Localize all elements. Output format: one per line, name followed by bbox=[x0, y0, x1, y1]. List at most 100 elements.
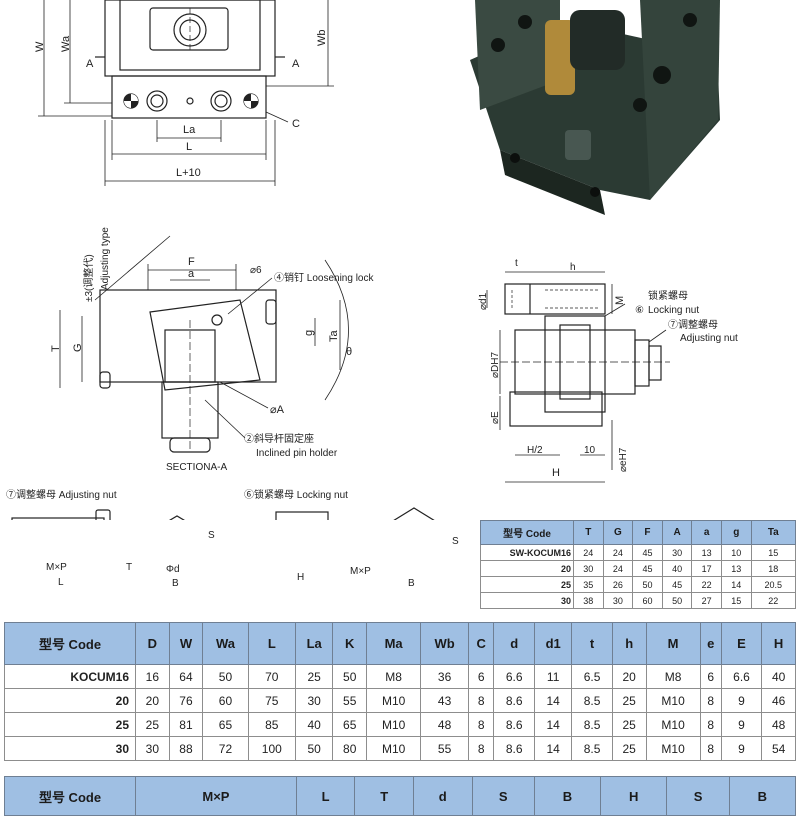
table-cell: 15 bbox=[720, 592, 752, 609]
adjusting-nut-S: S bbox=[208, 530, 215, 541]
table-cell: 25 bbox=[611, 688, 647, 713]
main-header-cell: C bbox=[467, 622, 495, 665]
dim-g-label: g bbox=[303, 329, 315, 336]
locking-nut-MxP: M×P bbox=[350, 566, 371, 577]
table-cell: M10 bbox=[366, 712, 422, 737]
locking-nut-drawing bbox=[275, 507, 435, 520]
table-row: SW-KOCUM16 24 24 45 30 13 10 15 bbox=[480, 544, 797, 561]
nut-header-cell: L bbox=[295, 776, 356, 816]
table-cell: 8.5 bbox=[571, 736, 613, 761]
table-cell: 30 bbox=[294, 688, 334, 713]
table-cell: 24 bbox=[573, 544, 604, 561]
main-header-cell: D bbox=[135, 622, 170, 665]
side-view-outline bbox=[500, 283, 670, 427]
dim-Wa-label: Wa bbox=[60, 35, 72, 52]
main-header-cell: E bbox=[720, 622, 763, 665]
table-cell: 20 bbox=[4, 688, 136, 713]
nut-header-cell: 型号 Code bbox=[4, 776, 136, 816]
pin-callout: ④销钉 Loosening lock bbox=[274, 273, 374, 284]
table-cell: 22 bbox=[691, 576, 722, 593]
adjusting-nut-drawing bbox=[11, 509, 185, 520]
main-header-cell: h bbox=[611, 622, 647, 665]
dim-M-label: M bbox=[614, 295, 626, 305]
dim-phieH7-label: ⌀eH7 bbox=[618, 447, 629, 472]
locking-nut-title: ⑥锁紧螺母 Locking nut bbox=[244, 490, 348, 501]
table-cell: 100 bbox=[247, 736, 297, 761]
section-title: SECTIONA-A bbox=[166, 462, 228, 473]
table-cell: 20 bbox=[135, 688, 170, 713]
main-header-cell: d1 bbox=[533, 622, 573, 665]
table-cell: 72 bbox=[202, 736, 249, 761]
table-cell: 36 bbox=[420, 664, 469, 689]
table-cell: M10 bbox=[366, 736, 422, 761]
table-cell: 76 bbox=[168, 688, 204, 713]
main-table-header-row: 型号 Code D W Wa L La K Ma Wb C d d1 t h M… bbox=[4, 622, 796, 665]
dim-L-label: L bbox=[186, 141, 193, 153]
dim-phiE-label: ⌀E bbox=[490, 411, 501, 424]
nut-header-cell: B bbox=[728, 776, 797, 816]
locking-nut-callout-num: ⑥ bbox=[635, 305, 644, 316]
table-cell: 13 bbox=[691, 544, 722, 561]
table-cell: 48 bbox=[420, 712, 469, 737]
dim-Ta-label: Ta bbox=[328, 330, 340, 342]
table-cell: 13 bbox=[720, 560, 752, 577]
main-header-cell: K bbox=[332, 622, 368, 665]
nut-header-cell: M×P bbox=[135, 776, 297, 816]
locking-nut-S: S bbox=[452, 536, 459, 547]
table-cell: 6 bbox=[699, 664, 722, 689]
table-cell: 65 bbox=[332, 712, 368, 737]
table-cell: 8 bbox=[467, 688, 495, 713]
table-cell: 24 bbox=[602, 560, 634, 577]
dim-phiDH7-label: ⌀DH7 bbox=[490, 351, 501, 378]
table-cell: 40 bbox=[661, 560, 693, 577]
table-cell: 20 bbox=[480, 560, 574, 577]
table-cell: 54 bbox=[761, 736, 796, 761]
adjusting-nut-callout-cn: ⑦调整螺母 bbox=[668, 320, 718, 331]
table-cell: 26 bbox=[602, 576, 634, 593]
holder-callout-cn: ②斜导杆固定座 bbox=[244, 434, 314, 445]
main-header-cell: Wa bbox=[202, 622, 249, 665]
table-cell: 50 bbox=[294, 736, 334, 761]
table-cell: 81 bbox=[168, 712, 204, 737]
table-cell: 20.5 bbox=[750, 576, 797, 593]
table-cell: 45 bbox=[632, 560, 663, 577]
section-mark-A-left: A bbox=[86, 58, 94, 70]
table-cell: 45 bbox=[661, 576, 693, 593]
table-cell: 18 bbox=[750, 560, 797, 577]
table-cell: 85 bbox=[247, 712, 297, 737]
table-cell: 80 bbox=[332, 736, 368, 761]
dim-H-label: H bbox=[552, 467, 560, 479]
small-header-cell: g bbox=[720, 520, 752, 545]
nut-header-cell: d bbox=[412, 776, 473, 816]
table-cell: 75 bbox=[247, 688, 297, 713]
table-row: 30 30 88 72 100 50 80 M10 55 8 8.6 14 8.… bbox=[4, 736, 796, 761]
table-cell: M10 bbox=[645, 688, 701, 713]
nut-header-cell: T bbox=[354, 776, 414, 816]
table-cell: 38 bbox=[573, 592, 604, 609]
table-cell: 43 bbox=[420, 688, 469, 713]
dim-h-label: h bbox=[570, 262, 576, 273]
table-row: 20 30 24 45 40 17 13 18 bbox=[480, 560, 797, 577]
main-header-cell: 型号 Code bbox=[4, 622, 136, 665]
main-header-cell: t bbox=[571, 622, 613, 665]
table-cell: 14 bbox=[720, 576, 752, 593]
technical-drawing bbox=[11, 0, 720, 520]
main-spec-table: 型号 Code D W Wa L La K Ma Wb C d d1 t h M… bbox=[4, 622, 796, 761]
section-view-dimensions bbox=[59, 235, 349, 439]
table-cell: 14 bbox=[533, 712, 573, 737]
dim-10-label: 10 bbox=[584, 445, 596, 456]
table-cell: 30 bbox=[661, 544, 693, 561]
main-header-cell: Ma bbox=[366, 622, 422, 665]
table-cell: 64 bbox=[168, 664, 204, 689]
nut-header-cell: S bbox=[666, 776, 730, 816]
nut-table-header-row: 型号 Code M×P L T d S B H S B bbox=[4, 776, 797, 816]
table-cell: 25 bbox=[4, 712, 136, 737]
adjusting-nut-MxP: M×P bbox=[46, 562, 67, 573]
centre-markers bbox=[124, 94, 258, 108]
small-header-cell: A bbox=[661, 520, 693, 545]
nut-header-cell: B bbox=[533, 776, 602, 816]
locking-nut-H: H bbox=[297, 572, 305, 583]
table-cell: 40 bbox=[761, 664, 796, 689]
dim-F-label: F bbox=[188, 256, 195, 268]
table-row: 30 38 30 60 50 27 15 22 bbox=[480, 592, 797, 609]
